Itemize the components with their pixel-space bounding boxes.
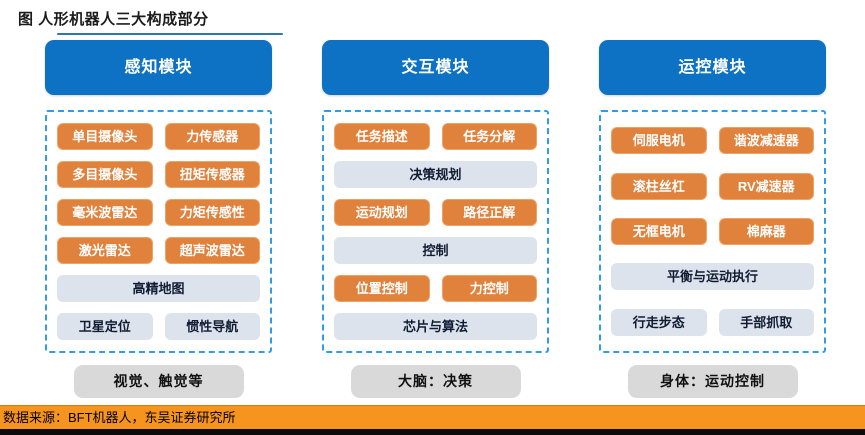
chip: 毫米波雷达 — [57, 199, 153, 227]
chip-row: 伺服电机 谐波减速器 — [611, 127, 814, 155]
chip: 位置控制 — [334, 274, 430, 302]
chip: 任务分解 — [441, 123, 537, 151]
chip: 力传感器 — [164, 123, 260, 151]
chip-row: 决策规划 — [334, 161, 537, 189]
chip-row: 高精地图 — [57, 274, 260, 302]
chip: 伺服电机 — [611, 127, 707, 155]
column-summary: 大脑：决策 — [350, 365, 521, 398]
chip-row: 控制 — [334, 236, 537, 264]
column-motion-control: 运控模块 伺服电机 谐波减速器 滚柱丝杠 RV减速器 无框电机 棉麻器 平衡与运… — [599, 40, 826, 398]
chip-row: 毫米波雷达 力矩传感性 — [57, 199, 260, 227]
chip-row: 行走步态 手部抓取 — [611, 308, 814, 336]
column-summary: 视觉、触觉等 — [73, 365, 244, 398]
chip-row: 无框电机 棉麻器 — [611, 217, 814, 245]
chip: 高精地图 — [57, 274, 260, 302]
chip-row: 运动规划 路径正解 — [334, 199, 537, 227]
chip: 谐波减速器 — [718, 127, 814, 155]
chip: 滚柱丝杠 — [611, 172, 707, 200]
chip-row: 平衡与运动执行 — [611, 263, 814, 291]
chip: 路径正解 — [441, 199, 537, 227]
chip: 任务描述 — [334, 123, 430, 151]
column-perception: 感知模块 单目摄像头 力传感器 多目摄像头 扭矩传感器 毫米波雷达 力矩传感性 … — [45, 40, 272, 398]
chip-row: 滚柱丝杠 RV减速器 — [611, 172, 814, 200]
chip-row: 单目摄像头 力传感器 — [57, 123, 260, 151]
title-underline — [57, 33, 283, 35]
chip: 卫星定位 — [57, 312, 153, 340]
chip: 手部抓取 — [718, 308, 814, 336]
chip: 力控制 — [441, 274, 537, 302]
data-source-text: 数据来源：BFT机器人，东吴证券研究所 — [3, 410, 236, 425]
chip: 行走步态 — [611, 308, 707, 336]
column-interaction: 交互模块 任务描述 任务分解 决策规划 运动规划 路径正解 控制 位置控制 力控… — [322, 40, 549, 398]
chip-box: 任务描述 任务分解 决策规划 运动规划 路径正解 控制 位置控制 力控制 芯片与… — [322, 110, 549, 353]
data-source-bar: 数据来源：BFT机器人，东吴证券研究所 — [0, 405, 865, 429]
bottom-black-bar — [0, 429, 865, 435]
chip-box: 单目摄像头 力传感器 多目摄像头 扭矩传感器 毫米波雷达 力矩传感性 激光雷达 … — [45, 110, 272, 353]
chip: 运动规划 — [334, 199, 430, 227]
column-header: 运控模块 — [599, 40, 826, 95]
chip-box: 伺服电机 谐波减速器 滚柱丝杠 RV减速器 无框电机 棉麻器 平衡与运动执行 行… — [599, 110, 826, 353]
diagram-columns: 感知模块 单目摄像头 力传感器 多目摄像头 扭矩传感器 毫米波雷达 力矩传感性 … — [45, 40, 826, 398]
chip: 棉麻器 — [718, 217, 814, 245]
chip: 超声波雷达 — [164, 236, 260, 264]
chip: 惯性导航 — [164, 312, 260, 340]
chip: 激光雷达 — [57, 236, 153, 264]
chip: 决策规划 — [334, 161, 537, 189]
chip-row: 任务描述 任务分解 — [334, 123, 537, 151]
chip-row: 多目摄像头 扭矩传感器 — [57, 161, 260, 189]
column-header: 交互模块 — [322, 40, 549, 95]
chip-row: 位置控制 力控制 — [334, 274, 537, 302]
chip: 控制 — [334, 236, 537, 264]
chip: 平衡与运动执行 — [611, 263, 814, 291]
chip: RV减速器 — [718, 172, 814, 200]
chip-row: 卫星定位 惯性导航 — [57, 312, 260, 340]
column-summary: 身体：运动控制 — [627, 365, 798, 398]
chip: 单目摄像头 — [57, 123, 153, 151]
figure-title: 图 人形机器人三大构成部分 — [18, 11, 209, 28]
chip: 芯片与算法 — [334, 312, 537, 340]
chip-row: 激光雷达 超声波雷达 — [57, 236, 260, 264]
chip: 多目摄像头 — [57, 161, 153, 189]
chip: 扭矩传感器 — [164, 161, 260, 189]
chip: 无框电机 — [611, 217, 707, 245]
column-header: 感知模块 — [45, 40, 272, 95]
chip-row: 芯片与算法 — [334, 312, 537, 340]
chip: 力矩传感性 — [164, 199, 260, 227]
